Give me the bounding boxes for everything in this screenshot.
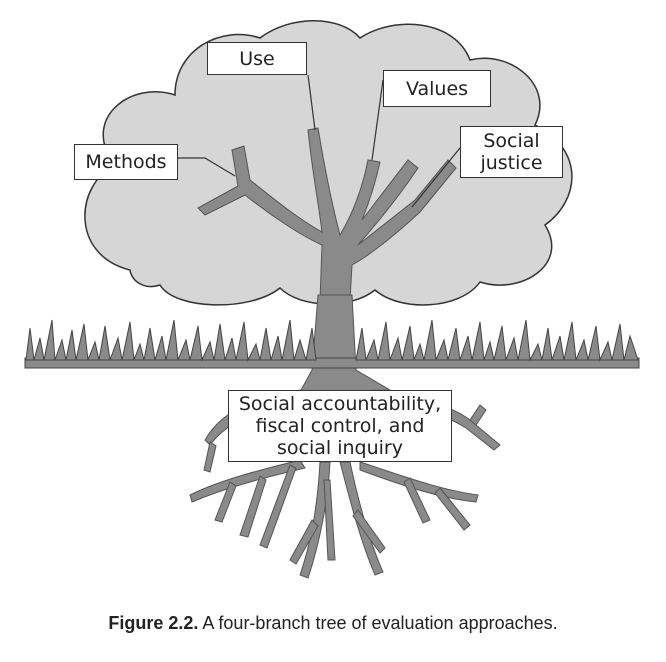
label-methods: Methods	[74, 144, 178, 180]
label-methods-text: Methods	[85, 151, 167, 173]
label-social-justice-line-1: Social	[483, 130, 540, 152]
figure-caption: Figure 2.2. A four-branch tree of evalua…	[0, 613, 666, 634]
label-roots-line-1: Social accountability,	[238, 393, 442, 415]
label-use-text: Use	[239, 47, 275, 70]
label-values: Values	[383, 70, 491, 107]
label-roots-line-2: fiscal control, and	[255, 415, 425, 437]
figure-number: Figure 2.2.	[108, 613, 199, 633]
label-social-justice-line-2: justice	[480, 152, 543, 174]
figure-caption-text: A four-branch tree of evaluation approac…	[202, 613, 558, 633]
label-roots: Social accountability, fiscal control, a…	[228, 390, 452, 462]
label-roots-line-3: social inquiry	[277, 437, 403, 459]
trunk	[197, 127, 457, 301]
label-use: Use	[207, 42, 307, 75]
grass	[24, 319, 640, 369]
label-social-justice: Social justice	[460, 126, 563, 178]
connector-lines	[178, 74, 461, 208]
label-values-text: Values	[405, 77, 469, 100]
